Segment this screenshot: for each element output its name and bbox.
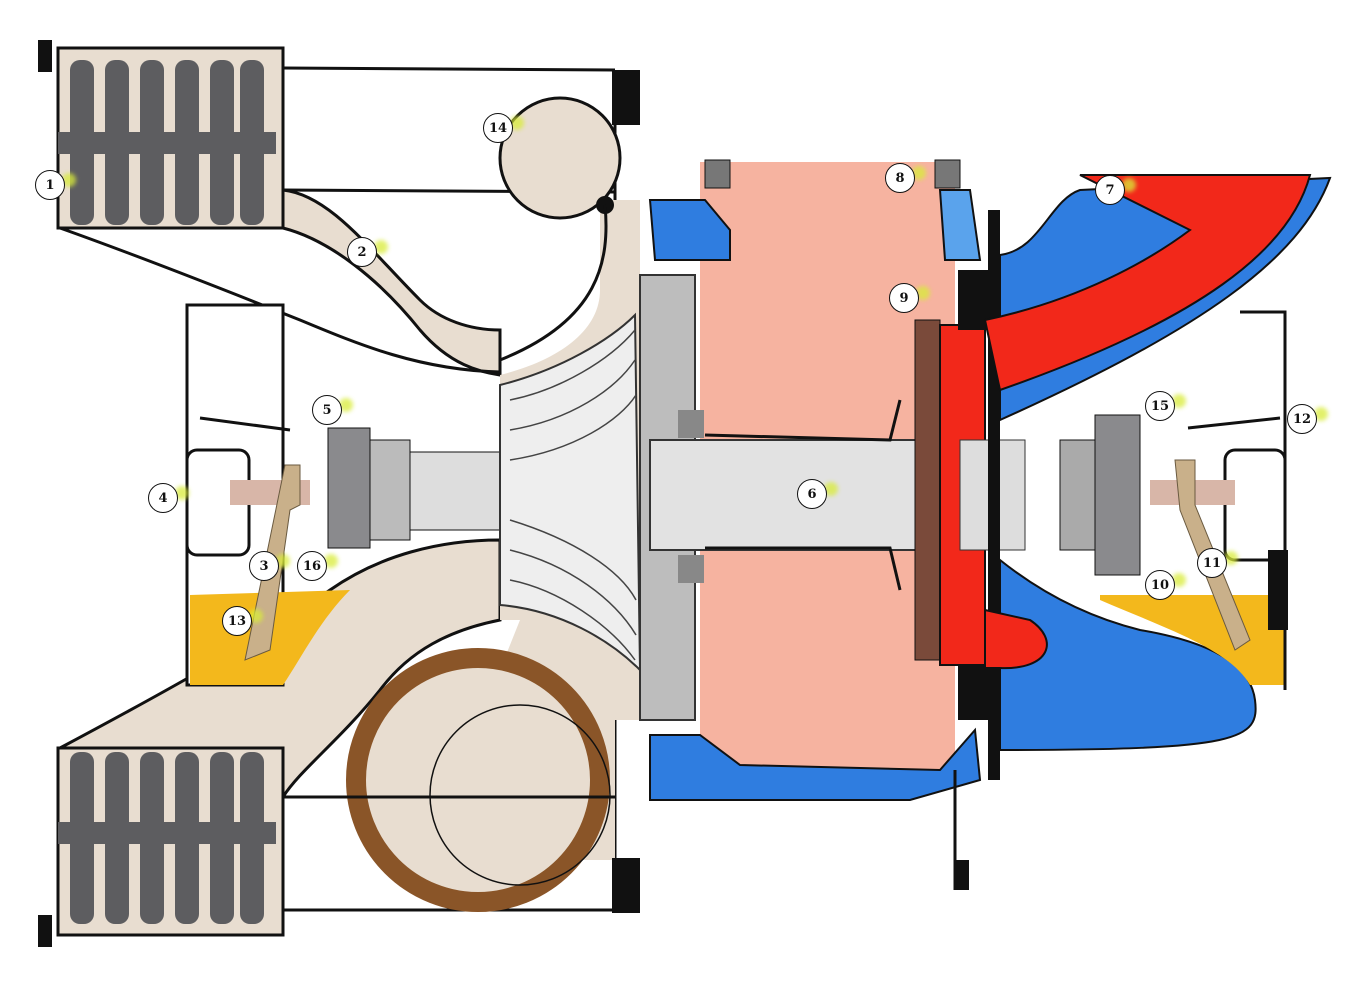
highlight-dot	[175, 486, 189, 500]
part-label-7: 7	[1095, 175, 1125, 205]
highlight-dot	[374, 240, 388, 254]
part-label-4: 4	[148, 483, 178, 513]
shaft	[649, 439, 926, 551]
highlight-dot	[510, 116, 524, 130]
part-label-16: 16	[297, 551, 327, 581]
highlight-dot	[62, 173, 76, 187]
highlight-dot	[824, 482, 838, 496]
casing-bottom	[649, 727, 982, 801]
part-label-5: 5	[312, 395, 342, 425]
part-label-13: 13	[222, 606, 252, 636]
radiator-top	[56, 46, 285, 230]
highlight-dot	[1172, 394, 1186, 408]
exhaust-nozzle-red	[983, 174, 1312, 392]
highlight-dot	[1172, 573, 1186, 587]
part-label-10: 10	[1145, 570, 1175, 600]
highlight-dot	[1314, 407, 1328, 421]
highlight-dot	[339, 398, 353, 412]
highlight-dot	[912, 166, 926, 180]
part-label-6: 6	[797, 479, 827, 509]
radiator-bottom	[56, 746, 285, 937]
part-label-15: 15	[1145, 391, 1175, 421]
scroll-volute	[498, 96, 622, 220]
highlight-dot	[324, 554, 338, 568]
part-label-9: 9	[889, 283, 919, 313]
highlight-dot	[1122, 178, 1136, 192]
highlight-dot	[249, 609, 263, 623]
part-label-11: 11	[1197, 548, 1227, 578]
part-label-2: 2	[347, 237, 377, 267]
part-label-1: 1	[35, 170, 65, 200]
highlight-dot	[916, 286, 930, 300]
part-label-12: 12	[1287, 404, 1317, 434]
highlight-dot	[276, 554, 290, 568]
part-label-14: 14	[483, 113, 513, 143]
highlight-dot	[1224, 551, 1238, 565]
part-label-3: 3	[249, 551, 279, 581]
torus-ring	[346, 648, 610, 912]
part-label-8: 8	[885, 163, 915, 193]
